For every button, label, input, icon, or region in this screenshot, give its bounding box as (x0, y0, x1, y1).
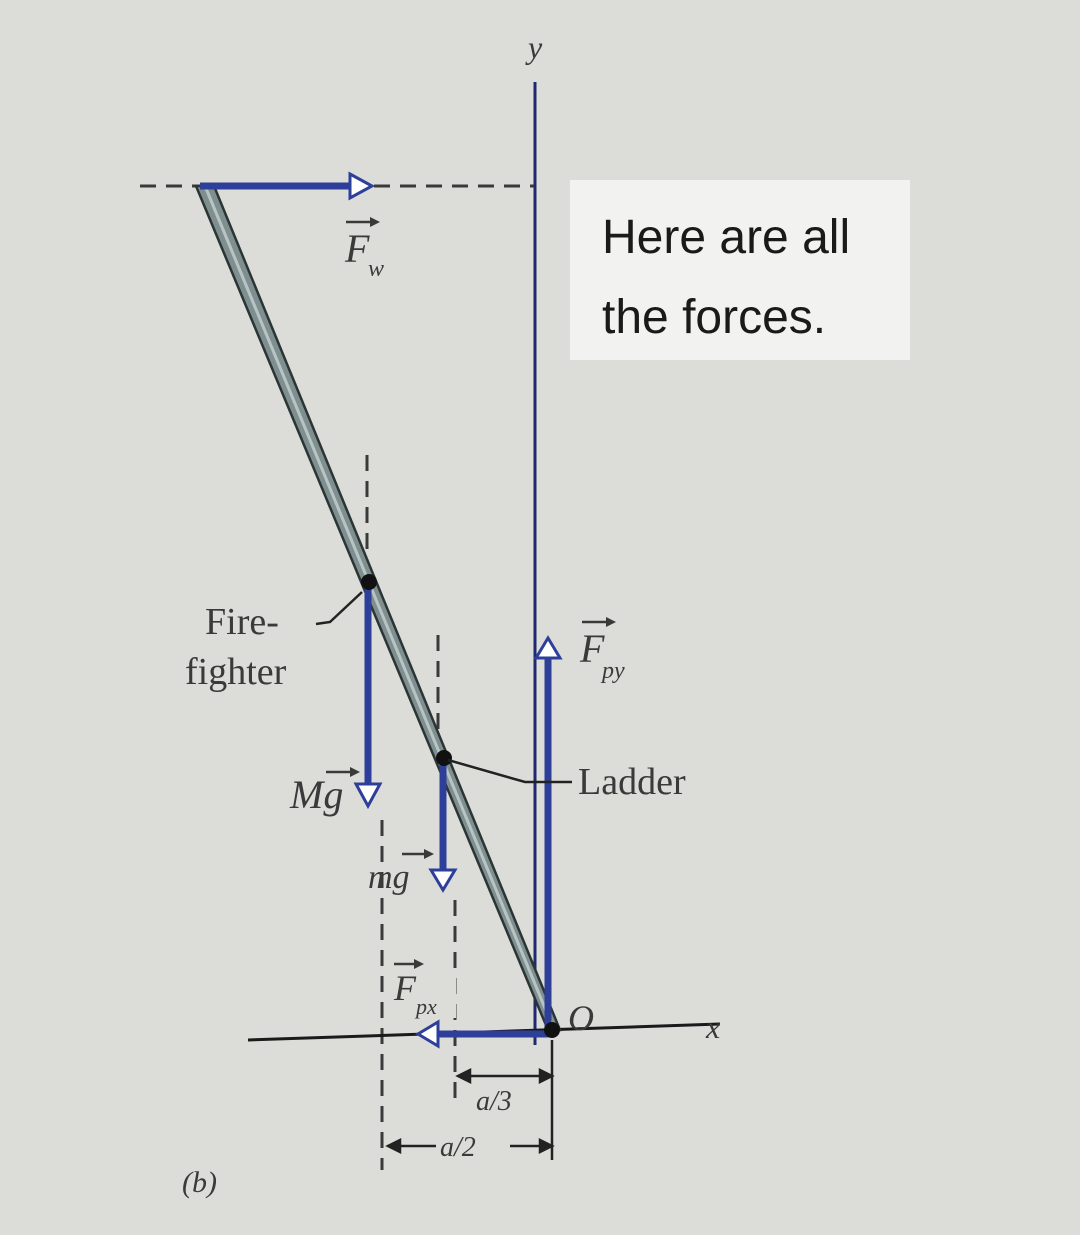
dim-label-a2: a/2 (440, 1132, 476, 1163)
vector-tip-Fpy (606, 617, 616, 627)
ladder-com-point (436, 750, 452, 766)
a3-dim-arrow-right (538, 1067, 555, 1085)
ladder-leader-line (447, 758, 572, 784)
force-subscript-Fpx: px (414, 994, 437, 1019)
force-subscript-Fw: w (368, 256, 384, 282)
ladder-label: Ladder (578, 761, 686, 803)
arrowhead-Mg (353, 782, 383, 810)
arrowhead-Fw (348, 171, 376, 201)
firefighter-leader-line (315, 591, 363, 626)
dimension-lines (385, 1040, 555, 1160)
vector-tip-Fw (370, 217, 380, 227)
a2-label-bg (436, 1132, 510, 1160)
callout-line-2: the forces. (602, 291, 827, 344)
callout-box: Here are all the forces. (570, 180, 910, 360)
force-symbol-mg: mg (368, 859, 410, 896)
y-axis-label: y (525, 29, 543, 65)
Fpx-label-bg (386, 968, 456, 1018)
label-Fpy: F py (579, 617, 625, 684)
firefighter-label-line1: Fire- (205, 601, 279, 643)
force-symbol-Fw: F (344, 226, 370, 271)
label-Mg: Mg (289, 767, 360, 817)
origin-label: O (568, 998, 594, 1038)
force-symbol-Fpx: F (393, 968, 417, 1008)
label-Fpx: F px (386, 959, 456, 1019)
label-mg: mg (368, 849, 434, 896)
dim-label-a3: a/3 (476, 1086, 512, 1117)
force-symbol-Fpy: F (579, 626, 605, 671)
label-Fw: F w (344, 217, 384, 282)
firefighter-point (361, 574, 377, 590)
a3-label-bg (470, 1086, 536, 1114)
arrowhead-mg (428, 868, 458, 893)
panel-label: (b) (182, 1166, 217, 1199)
force-symbol-Mg: Mg (289, 772, 343, 817)
x-axis-label: x (705, 1009, 720, 1045)
callout-line-1: Here are all (602, 211, 851, 264)
force-subscript-Fpy: py (600, 658, 625, 684)
firefighter-label-line2: fighter (185, 651, 287, 693)
arrowhead-Fpy (533, 635, 563, 660)
force-arrows (200, 182, 552, 1038)
vector-tip-Fpx (414, 959, 424, 969)
vector-tip-Mg (350, 767, 360, 777)
a3-dim-arrow-left (455, 1067, 472, 1085)
arrowheads (348, 171, 563, 1049)
a2-dim-arrow-left (385, 1137, 402, 1155)
ladder-highlight (203, 185, 556, 1031)
vector-tip-mg (424, 849, 434, 859)
arrowhead-Fpx (415, 1019, 440, 1049)
origin-point (544, 1022, 560, 1038)
a2-dim-arrow-right (538, 1137, 555, 1155)
